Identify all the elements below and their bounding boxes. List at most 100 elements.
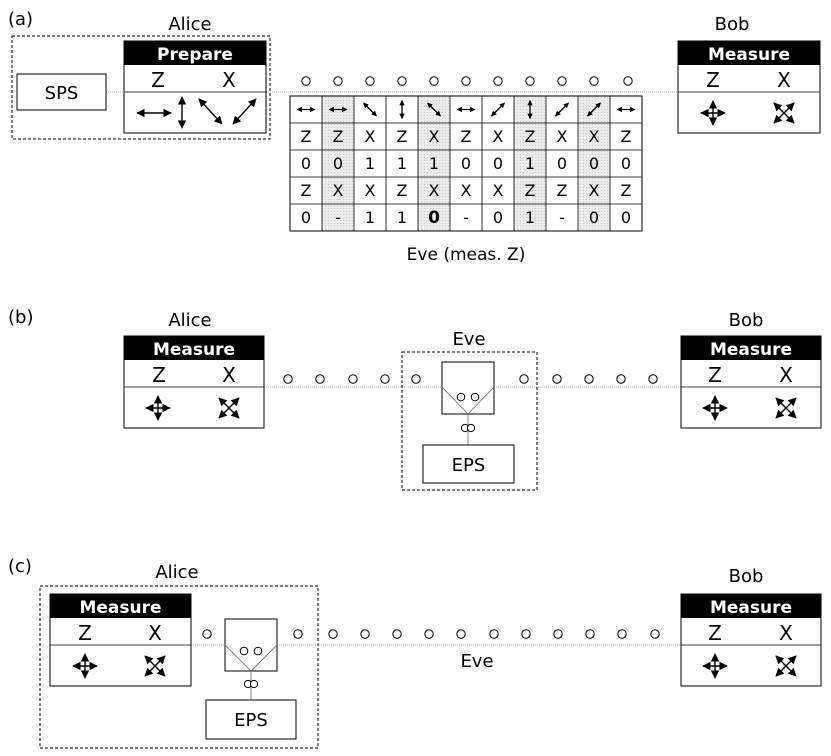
photon-icon [557, 76, 567, 86]
photon-icon [429, 76, 439, 86]
key-bit-cell: - [335, 208, 341, 227]
photon-icon [380, 374, 390, 384]
photon-icon [648, 374, 658, 384]
arrow-diagonal-icon [198, 98, 223, 125]
photon-icon [301, 76, 311, 86]
photon-icon [348, 374, 358, 384]
panel-b-photons [283, 374, 658, 384]
panel-a-bob-label: Bob [715, 14, 750, 35]
panel-c-bob-label: Bob [729, 566, 764, 587]
eve-caption: Eve (meas. Z) [407, 245, 526, 265]
key-bit-cell: 1 [365, 208, 375, 227]
prepare-basis-x: X [222, 68, 236, 92]
arrow-antidiagonal-icon [232, 98, 257, 125]
alice-bit-cell: 1 [429, 154, 439, 173]
prepare-basis-z: Z [151, 68, 165, 92]
alice-bit-cell: 0 [301, 154, 311, 173]
panel-c-alice-label: Alice [155, 562, 198, 583]
photon-icon [617, 629, 627, 639]
photon-icon [315, 374, 325, 384]
panel-c: (c) Alice Bob Eve Measure Z X [8, 556, 822, 749]
panel-c-eps-label: EPS [234, 710, 268, 731]
shaded-column [418, 96, 450, 231]
prepare-box: Prepare Z X [123, 40, 267, 134]
bob-basis-cell: X [493, 181, 504, 200]
bob-basis-cell: X [333, 181, 344, 200]
photon-icon [202, 629, 212, 639]
panel-b-eps-label: EPS [452, 455, 486, 476]
bob-basis-cell: X [461, 181, 472, 200]
panel-b-alice-measure-box: Measure Z X [123, 335, 265, 429]
photon-icon [456, 629, 466, 639]
key-bit-cell: 0 [589, 208, 599, 227]
panel-a-bob-measure-header: Measure [708, 45, 790, 65]
photon-icon [365, 76, 375, 86]
alice-basis-cell: Z [397, 127, 408, 146]
panel-c-splitter [224, 618, 278, 700]
panel-a: (a) Alice Bob SPS Prepare Z X Measure [8, 9, 821, 265]
bob-basis-cell: Z [557, 181, 568, 200]
photon-icon [328, 629, 338, 639]
bob-basis-cell: Z [525, 181, 536, 200]
alice-bit-cell: 0 [493, 154, 503, 173]
panel-b-eve-enclosure [401, 351, 538, 491]
panel-b-alice-basis-x: X [222, 363, 236, 387]
panel-b-bob-measure-header: Measure [710, 340, 792, 360]
panel-a-alice-enclosure [11, 35, 271, 140]
alice-bit-cell: 0 [621, 154, 631, 173]
panel-a-photons [301, 76, 633, 86]
sps-box [16, 73, 107, 111]
panel-c-bob-basis-x: X [779, 621, 793, 645]
polarization-arrow-icon [427, 102, 441, 117]
photon-icon [616, 374, 626, 384]
bob-basis-cell: X [429, 181, 440, 200]
panel-c-alice-measure-header: Measure [79, 598, 161, 618]
photon-icon [584, 374, 594, 384]
panel-a-bob-basis-x: X [777, 68, 791, 92]
photon-icon [521, 629, 531, 639]
panel-c-photons [202, 629, 660, 639]
panel-b-eps-box [422, 444, 515, 484]
key-bit-cell: 0 [301, 208, 311, 227]
alice-basis-cell: X [365, 127, 376, 146]
panel-b-alice-basis-z: Z [152, 363, 166, 387]
alice-basis-cell: Z [525, 127, 536, 146]
alice-bit-cell: 0 [461, 154, 471, 173]
key-bit-cell: 1 [397, 208, 407, 227]
photon-icon [333, 76, 343, 86]
bob-basis-cell: Z [397, 181, 408, 200]
polarization-arrow-icon [491, 102, 505, 117]
panel-c-bob-measure-header: Measure [710, 598, 792, 618]
key-bit-cell: 0 [621, 208, 631, 227]
shaded-column [578, 96, 610, 231]
bob-basis-cell: X [589, 181, 600, 200]
panel-c-alice-basis-x: X [148, 621, 162, 645]
panel-b-bob-label: Bob [729, 310, 764, 331]
photon-icon [283, 374, 293, 384]
polarization-arrow-icon [555, 102, 569, 117]
alice-basis-cell: Z [301, 127, 312, 146]
panel-a-bob-basis-z: Z [706, 68, 720, 92]
photon-icon [493, 76, 503, 86]
panel-c-alice-measure-box: Measure Z X [49, 593, 192, 687]
alice-bit-cell: 1 [397, 154, 407, 173]
panel-b: (b) Alice Bob Eve Measure Z X Measure Z … [8, 307, 822, 491]
photon-icon [397, 76, 407, 86]
panel-c-eve-label: Eve [460, 651, 493, 672]
alice-basis-cell: Z [461, 127, 472, 146]
key-bit-cell: - [559, 208, 565, 227]
panel-a-tag: (a) [8, 9, 33, 30]
key-bit-cell: 1 [525, 208, 535, 227]
key-bit-cell: - [463, 208, 469, 227]
key-bit-cell: 0 [428, 208, 440, 228]
panel-b-bob-measure-box: Measure Z X [680, 335, 822, 429]
photon-icon [525, 76, 535, 86]
photon-icon [519, 374, 529, 384]
alice-bit-cell: 1 [365, 154, 375, 173]
panel-c-tag: (c) [8, 556, 32, 577]
panel-b-bob-basis-x: X [779, 363, 793, 387]
panel-c-bob-basis-z: Z [708, 621, 722, 645]
panel-c-alice-basis-z: Z [78, 621, 92, 645]
